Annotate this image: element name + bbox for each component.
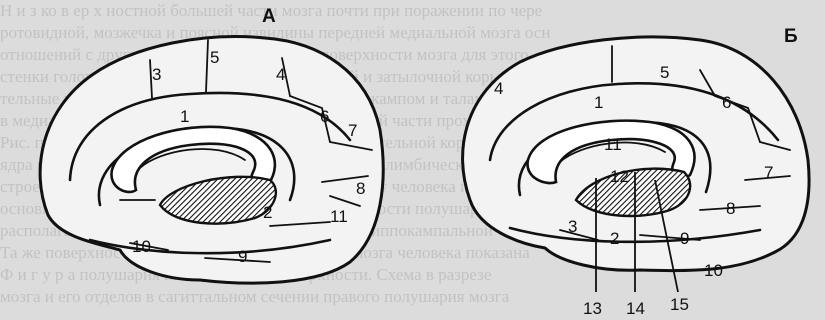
right-label: 11 (604, 135, 622, 154)
left-label: 6 (320, 107, 329, 126)
right-label: 7 (764, 163, 773, 182)
left-hemisphere-diagram (40, 37, 383, 284)
right-label: 10 (704, 261, 723, 280)
right-label: 13 (583, 299, 602, 318)
right-label: 1 (594, 93, 603, 112)
right-label: 12 (610, 167, 629, 186)
left-label: 1 (180, 107, 189, 126)
left-label: 10 (132, 237, 151, 256)
left-label: 9 (238, 247, 247, 266)
left-label: 7 (348, 121, 357, 140)
right-label: 9 (680, 229, 689, 248)
panel-label-a: А (262, 6, 276, 27)
left-label: 5 (210, 48, 219, 67)
right-label: 3 (568, 217, 577, 236)
right-label: 5 (660, 63, 669, 82)
left-label: 8 (356, 179, 365, 198)
right-hemisphere-diagram (463, 37, 809, 292)
right-label: 8 (726, 199, 735, 218)
left-label: 4 (276, 65, 285, 84)
left-label: 11 (330, 207, 348, 226)
right-label: 14 (626, 299, 645, 318)
left-hemisphere-outline (40, 37, 383, 284)
panel-label-b: Б (784, 26, 798, 47)
left-label: 3 (152, 65, 161, 84)
right-label: 15 (670, 295, 689, 314)
right-label: 4 (494, 79, 503, 98)
right-label: 2 (610, 229, 619, 248)
left-label: 2 (263, 203, 272, 222)
right-label: 6 (722, 93, 731, 112)
